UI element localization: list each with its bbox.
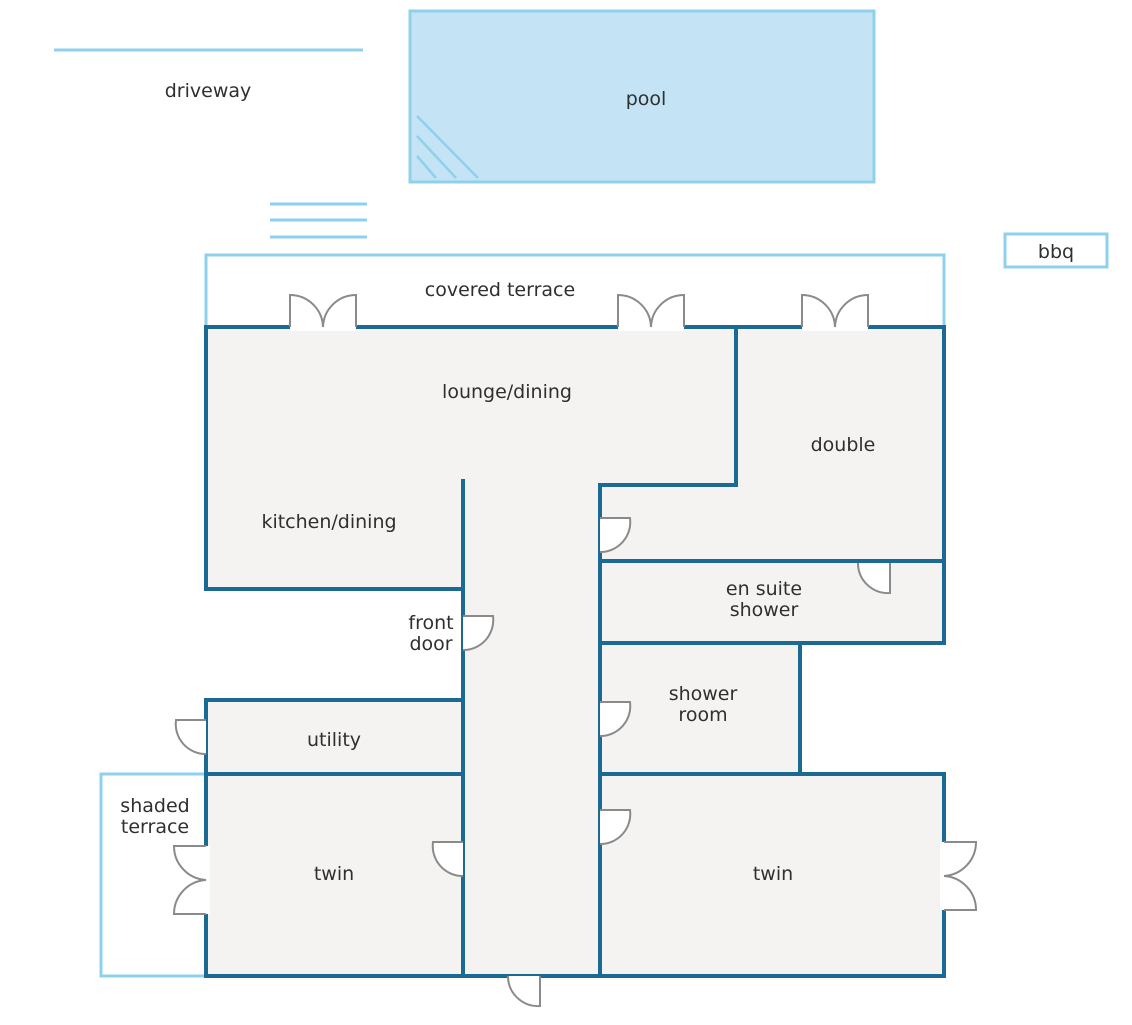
driveway-label: driveway xyxy=(165,80,252,102)
shaded-terrace-label-line1: shaded xyxy=(120,795,189,817)
lounge-dining-label: lounge/dining xyxy=(442,381,572,403)
shower-room-label-line1: shower xyxy=(669,683,738,705)
bbq-label: bbq xyxy=(1038,241,1074,263)
terrace-door-1 xyxy=(289,293,357,331)
twin-right-door xyxy=(599,809,632,846)
shower-room-door xyxy=(599,701,632,738)
shower-room-label-line2: room xyxy=(678,704,727,726)
en-suite-label-line2: shower xyxy=(730,599,799,621)
steps-icon xyxy=(270,202,367,239)
shaded-terrace-outline xyxy=(99,772,206,978)
terrace-door-2 xyxy=(617,293,685,331)
twin-left-door xyxy=(431,841,464,878)
twin-right-label: twin xyxy=(753,863,793,885)
kitchen-dining-label: kitchen/dining xyxy=(261,511,396,533)
terrace-door-3 xyxy=(801,293,869,331)
utility-door xyxy=(174,719,207,756)
walls xyxy=(204,325,946,978)
floor-fill xyxy=(206,327,944,976)
bbq-box xyxy=(1003,232,1109,269)
en-suite-door xyxy=(856,562,891,595)
en-suite-label-line1: en suite xyxy=(726,578,802,600)
front-door xyxy=(462,615,495,652)
twin-right-double-door xyxy=(940,841,978,911)
rear-door xyxy=(506,975,541,1008)
shaded-terrace-label-line2: terrace xyxy=(121,816,189,838)
double-bedroom-door xyxy=(599,517,632,554)
front-door-label-line2: door xyxy=(409,633,452,655)
twin-left-label: twin xyxy=(314,863,354,885)
pool xyxy=(408,9,876,184)
utility-label: utility xyxy=(307,729,361,751)
pool-steps-lines xyxy=(416,115,479,179)
front-door-label-line1: front xyxy=(408,612,453,634)
covered-terrace-outline xyxy=(204,253,946,326)
covered-terrace-label: covered terrace xyxy=(425,279,575,301)
shaded-terrace-double-door xyxy=(172,845,210,915)
pool-label: pool xyxy=(626,88,667,110)
double-label: double xyxy=(811,434,876,456)
